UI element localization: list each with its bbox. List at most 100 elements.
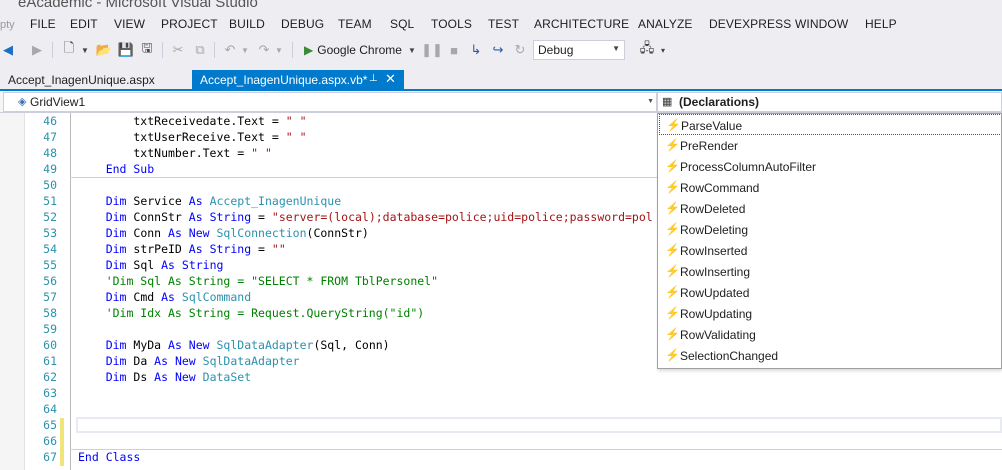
menu-help[interactable]: HELP [865, 17, 897, 31]
redo-icon[interactable]: ↷ [258, 42, 270, 57]
stop-icon[interactable]: ■ [450, 42, 458, 58]
attach-process-icon[interactable]: 🖧 [639, 40, 655, 55]
menu-architecture[interactable]: ARCHITECTURE [534, 17, 630, 31]
code-text[interactable]: End Class [78, 449, 140, 465]
code-line[interactable]: 51 Dim Service As Accept_InagenUnique [0, 193, 1002, 209]
code-line[interactable]: 46 txtReceivedate.Text = " " [0, 113, 1002, 129]
code-line[interactable]: 65 [0, 417, 1002, 433]
code-line[interactable]: 55 Dim Sql As String [0, 257, 1002, 273]
code-line[interactable]: 58 'Dim Idx As String = Request.QueryStr… [0, 305, 1002, 321]
undo-dropdown-icon[interactable]: ▼ [241, 45, 249, 55]
code-token: MyDa [126, 338, 169, 352]
code-line[interactable]: 60 Dim MyDa As New SqlDataAdapter(Sql, C… [0, 337, 1002, 353]
menu-sql[interactable]: SQL [390, 17, 415, 31]
menu-debug[interactable]: DEBUG [281, 17, 325, 31]
member-list-item[interactable]: ⚡RowDeleted [659, 198, 1001, 219]
menu-analyze[interactable]: ANALYZE [638, 17, 693, 31]
refresh-icon[interactable]: ↻ [514, 42, 526, 57]
pause-icon[interactable]: ❚❚ [421, 42, 443, 57]
member-list-item[interactable]: ⚡RowInserting [659, 261, 1001, 282]
new-project-dropdown-icon[interactable]: ▼ [81, 45, 89, 55]
code-text[interactable]: Dim Da As New SqlDataAdapter [78, 353, 300, 369]
code-line[interactable]: 53 Dim Conn As New SqlConnection(ConnStr… [0, 225, 1002, 241]
menu-edit[interactable]: EDIT [70, 17, 98, 31]
member-list-item[interactable]: ⚡ProcessColumnAutoFilter [659, 156, 1001, 177]
code-text[interactable]: Dim MyDa As New SqlDataAdapter(Sql, Conn… [78, 337, 390, 353]
code-line[interactable]: 50 [0, 177, 1002, 193]
menu-devexpress[interactable]: DEVEXPRESS [709, 17, 792, 31]
menu-test[interactable]: TEST [488, 17, 520, 31]
menu-tools[interactable]: TOOLS [431, 17, 472, 31]
code-token: As New [154, 354, 196, 368]
copy-icon[interactable]: ⧉ [195, 42, 205, 57]
code-text[interactable]: Dim strPeID As String = "" [78, 241, 286, 257]
code-text[interactable]: Dim Cmd As SqlCommand [78, 289, 251, 305]
save-icon[interactable]: 💾 [117, 42, 135, 57]
object-dropdown[interactable]: ◈ GridView1 ▼ [3, 92, 657, 112]
save-all-icon[interactable]: 🖫 [141, 40, 153, 55]
member-list-label: PreRender [680, 139, 739, 153]
start-debugging-button[interactable]: ▶ Google Chrome ▼ [304, 41, 416, 59]
member-list-item[interactable]: ⚡SelectionChanged [659, 345, 1001, 366]
code-line[interactable]: 62 Dim Ds As New DataSet [0, 369, 1002, 385]
member-list-item[interactable]: ⚡PreRender [659, 135, 1001, 156]
code-line[interactable]: 59 [0, 321, 1002, 337]
code-text[interactable]: 'Dim Idx As String = Request.QueryString… [78, 305, 425, 321]
undo-icon[interactable]: ↶ [224, 42, 236, 57]
code-text[interactable]: txtUserReceive.Text = " " [78, 129, 306, 145]
pin-icon[interactable]: ⊥ [369, 73, 378, 84]
tab-accept-inagenunique-aspx-vb[interactable]: Accept_InagenUnique.aspx.vb* ⊥ ✕ [192, 70, 404, 89]
member-list-item[interactable]: ⚡RowUpdated [659, 282, 1001, 303]
step-over-icon[interactable]: ↪ [492, 42, 504, 57]
indicator-margin[interactable] [0, 113, 25, 470]
menu-view[interactable]: VIEW [114, 17, 146, 31]
cut-icon[interactable]: ✂ [172, 42, 184, 57]
code-line[interactable]: 52 Dim ConnStr As String = "server=(loca… [0, 209, 1002, 225]
member-list-item[interactable]: ⚡RowValidating [659, 324, 1001, 345]
code-line[interactable]: 57 Dim Cmd As SqlCommand [0, 289, 1002, 305]
code-text[interactable]: End Sub [78, 161, 154, 177]
step-into-icon[interactable]: ↳ [470, 42, 482, 57]
code-line[interactable]: 54 Dim strPeID As String = "" [0, 241, 1002, 257]
member-dropdown[interactable]: ▦ (Declarations) [657, 92, 1002, 112]
code-text[interactable]: txtNumber.Text = " " [78, 145, 272, 161]
code-line[interactable]: 66 [0, 433, 1002, 449]
tab-accept-inagenunique-aspx[interactable]: Accept_InagenUnique.aspx [0, 70, 163, 89]
code-line[interactable]: 56 'Dim Sql As String = "SELECT * FROM T… [0, 273, 1002, 289]
code-line[interactable]: 48 txtNumber.Text = " " [0, 145, 1002, 161]
new-project-icon[interactable]: 🗋 [63, 40, 75, 55]
solution-configuration-select[interactable]: Debug ▼ [533, 40, 625, 60]
code-text[interactable]: Dim ConnStr As String = "server=(local);… [78, 209, 653, 225]
close-icon[interactable]: ✕ [385, 71, 396, 86]
redo-dropdown-icon[interactable]: ▼ [275, 45, 283, 55]
code-text[interactable]: Dim Ds As New DataSet [78, 369, 251, 385]
menu-build[interactable]: BUILD [229, 17, 265, 31]
navigate-back-icon[interactable]: ◀ [3, 42, 13, 57]
code-text[interactable]: Dim Conn As New SqlConnection(ConnStr) [78, 225, 369, 241]
code-token: As [161, 290, 175, 304]
menu-project[interactable]: PROJECT [161, 17, 218, 31]
member-list-item[interactable]: ⚡RowCommand [659, 177, 1001, 198]
code-text[interactable]: txtReceivedate.Text = " " [78, 113, 306, 129]
code-line[interactable]: 49 End Sub [0, 161, 1002, 177]
code-line[interactable]: 47 txtUserReceive.Text = " " [0, 129, 1002, 145]
open-file-icon[interactable]: 📂 [95, 42, 113, 57]
code-text[interactable]: Dim Sql As String [78, 257, 224, 273]
navigate-forward-icon[interactable]: ▶ [32, 42, 42, 57]
code-line[interactable]: 64 [0, 401, 1002, 417]
member-list-item[interactable]: ⚡RowUpdating [659, 303, 1001, 324]
code-line[interactable]: 61 Dim Da As New SqlDataAdapter [0, 353, 1002, 369]
code-token: SqlDataAdapter [216, 338, 314, 352]
member-list-item[interactable]: ⚡RowDeleting [659, 219, 1001, 240]
member-list-item[interactable]: ⚡RowInserted [659, 240, 1001, 261]
member-list-item[interactable]: ⚡ParseValue [659, 114, 1001, 135]
menu-window[interactable]: WINDOW [795, 17, 849, 31]
toolbar-overflow-icon[interactable]: ▾ [660, 45, 665, 55]
code-text[interactable]: 'Dim Sql As String = "SELECT * FROM TblP… [78, 273, 438, 289]
menu-file[interactable]: FILE [30, 17, 56, 31]
member-dropdown-list[interactable]: ⚡ParseValue⚡PreRender⚡ProcessColumnAutoF… [657, 113, 1002, 369]
code-line[interactable]: 63 [0, 385, 1002, 401]
menu-team[interactable]: TEAM [338, 17, 372, 31]
code-text[interactable]: Dim Service As Accept_InagenUnique [78, 193, 341, 209]
